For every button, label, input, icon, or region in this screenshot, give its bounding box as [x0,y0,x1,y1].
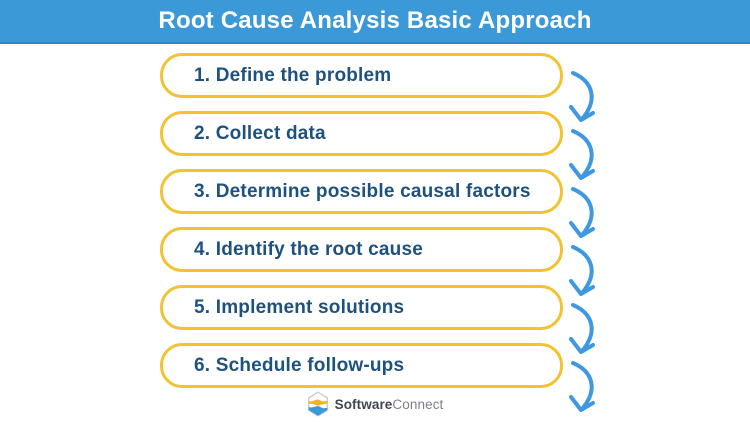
step-box-6: 6. Schedule follow-ups [160,343,563,388]
brand-name-primary: Software [334,396,393,412]
step-box-1: 1. Define the problem [160,53,563,98]
brand-name-secondary: Connect [392,396,444,412]
page-title: Root Cause Analysis Basic Approach [158,7,592,34]
curved-down-arrow-icon [569,71,595,122]
curved-down-arrow-icon [569,303,595,354]
curved-down-arrow-icon [569,129,595,180]
footer-brand: SoftwareConnect [0,391,750,417]
hexagon-layers-icon [307,391,328,417]
step-label-4: 4. Identify the root cause [194,238,424,260]
step-label-1: 1. Define the problem [194,64,392,86]
step-label-2: 2. Collect data [194,122,326,144]
step-box-3: 3. Determine possible causal factors [160,169,563,214]
step-box-2: 2. Collect data [160,111,563,156]
step-box-5: 5. Implement solutions [160,285,563,330]
curved-down-arrow-icon [569,361,595,412]
brand-name: SoftwareConnect [335,397,444,412]
step-label-3: 3. Determine possible causal factors [194,180,531,202]
step-box-4: 4. Identify the root cause [160,227,563,272]
curved-down-arrow-icon [569,187,595,238]
step-label-6: 6. Schedule follow-ups [194,354,405,376]
header-bar: Root Cause Analysis Basic Approach [0,0,750,44]
step-label-5: 5. Implement solutions [194,296,405,318]
curved-down-arrow-icon [569,245,595,296]
